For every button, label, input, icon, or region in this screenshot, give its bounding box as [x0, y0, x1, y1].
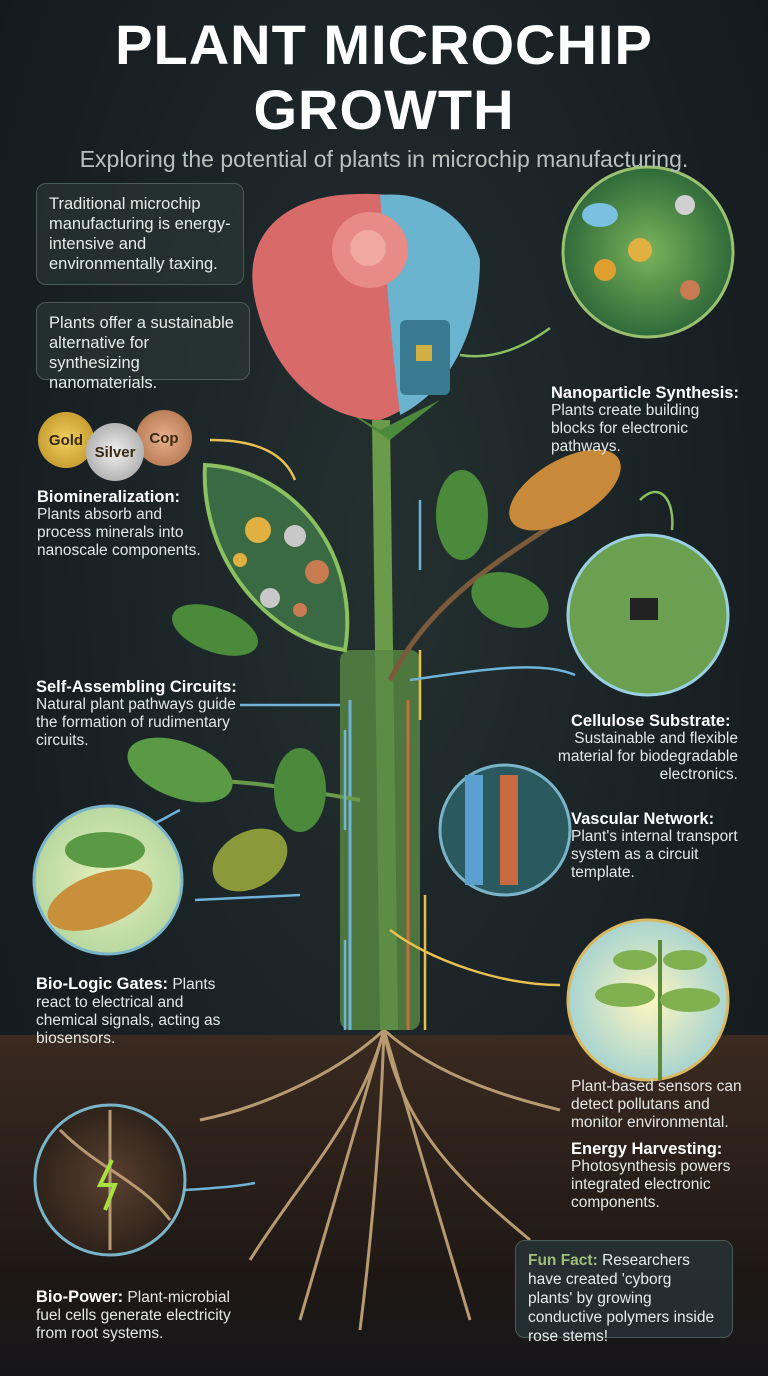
page-title: PLANT MICROCHIP GROWTH [115, 13, 653, 141]
lightning-icon [96, 1159, 118, 1211]
energy-label: Energy Harvesting:Photosynthesis powers … [571, 1140, 731, 1211]
roots [199, 1028, 561, 1331]
microchip-icon [416, 345, 432, 361]
energy-circle [566, 918, 730, 1082]
bio-logic-circle [32, 804, 184, 956]
sensors-label: Plant-based sensors can detect pollutans… [571, 1078, 742, 1131]
biomineralization-label: Biomineralization:Plants absorb and proc… [37, 488, 201, 559]
vascular-circle [438, 763, 572, 897]
cellulose-circle [566, 533, 730, 697]
bio-power-label: Bio-Power: Plant-microbial fuel cells ge… [36, 1288, 231, 1342]
bio-logic-label: Bio-Logic Gates: Plants react to electri… [36, 975, 221, 1047]
copper-coin: Cop [136, 410, 192, 466]
nanoparticle-circle [561, 165, 735, 339]
bio-power-circle [33, 1103, 187, 1257]
nanoparticle-label: Nanoparticle Synthesis:Plants create bui… [551, 384, 739, 455]
cellulose-label: Cellulose Substrate:Sustainable and flex… [557, 712, 738, 783]
self-assembling-label: Self-Assembling Circuits:Natural plant p… [36, 678, 237, 749]
rose-flower [252, 193, 480, 420]
gold-coin: Gold [38, 412, 94, 468]
page-subtitle: Exploring the potential of plants in mic… [79, 146, 689, 172]
fun-fact-box: Fun Fact: Researchers have created 'cybo… [515, 1240, 733, 1345]
silver-coin: Silver [86, 423, 144, 481]
intro-box-2: Plants offer a sustainable alternative f… [36, 302, 250, 392]
intro-box-1: Traditional microchip manufacturing is e… [36, 183, 244, 285]
vascular-label: Vascular Network:Plant's internal transp… [571, 810, 738, 881]
